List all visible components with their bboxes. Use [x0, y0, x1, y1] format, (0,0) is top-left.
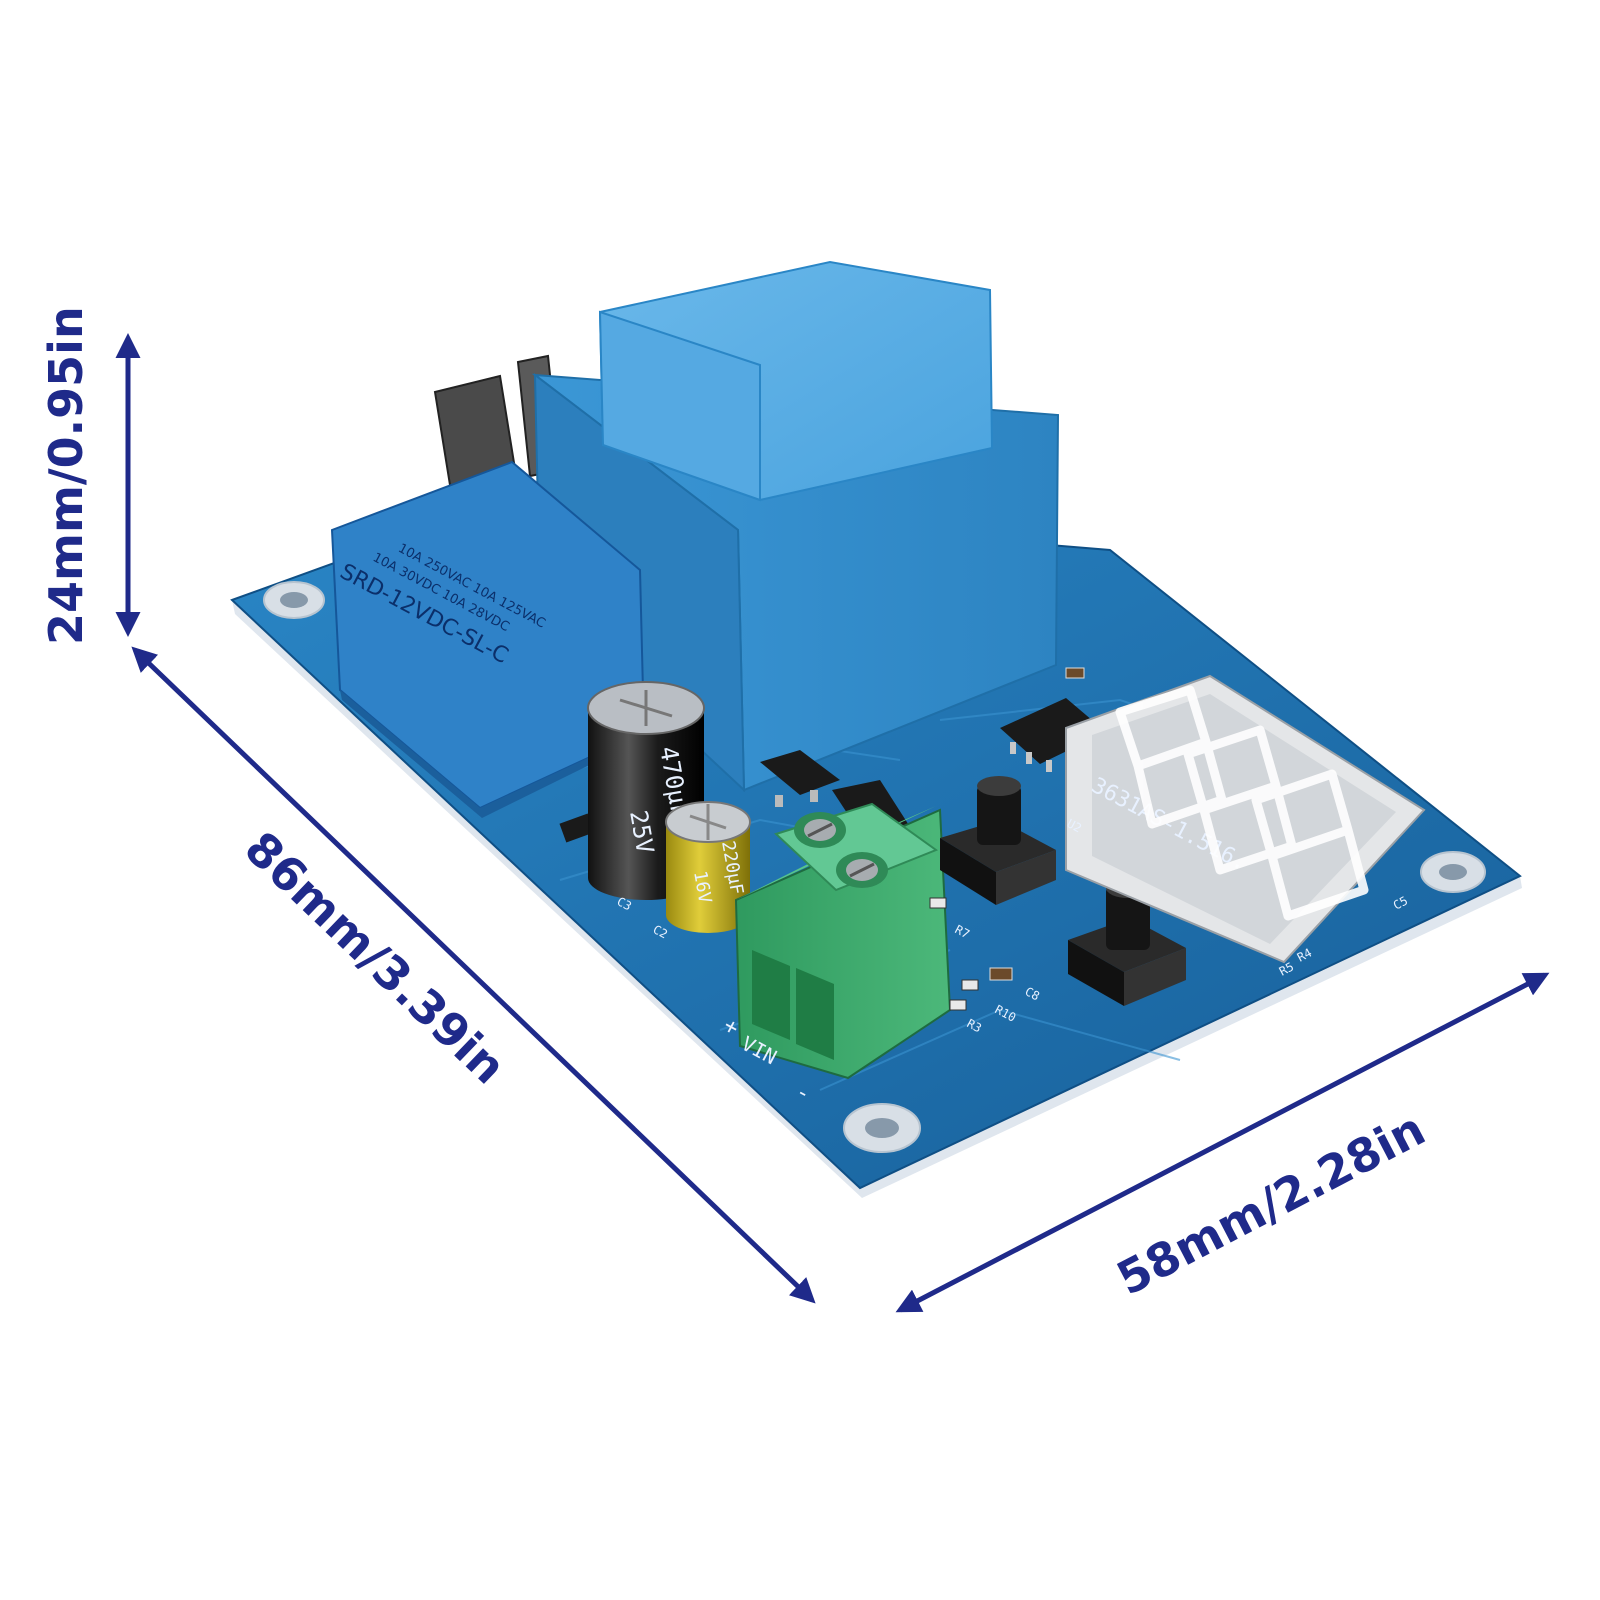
mounting-hole	[263, 581, 325, 619]
label-r4: R4	[1295, 946, 1314, 965]
push-button-left	[940, 776, 1056, 905]
label-u2: U2	[1065, 816, 1084, 835]
label-r7: R7	[953, 922, 972, 941]
length-label: 86mm/3.39in	[234, 821, 516, 1094]
seven-segment-display: 3631AS-1.516.	[1065, 674, 1426, 964]
height-dimension: 24mm/0.95in	[39, 306, 141, 645]
label-r5: R5	[1277, 960, 1296, 979]
smd-components	[929, 667, 1085, 1011]
terminal-screw	[794, 812, 846, 848]
label-c3: C3	[615, 894, 634, 913]
smd-transistor	[559, 813, 595, 843]
label-r3: R3	[965, 1016, 984, 1035]
display-digit	[1251, 769, 1369, 921]
capacitor-small: 220µF 16V	[665, 801, 751, 933]
label-c5: C5	[1391, 894, 1410, 913]
length-arrow	[131, 646, 816, 1304]
smd-ic	[1000, 698, 1106, 772]
terminal-wire-slot	[752, 950, 790, 1040]
terminal-wire-slot	[796, 968, 834, 1060]
mounting-hole	[1420, 851, 1486, 893]
height-label: 24mm/0.95in	[39, 306, 93, 645]
label-c8: C8	[1023, 984, 1042, 1003]
terminal-block	[734, 802, 952, 1080]
mounting-hole	[843, 1103, 921, 1153]
smd-ic	[760, 750, 840, 807]
width-arrow	[895, 972, 1550, 1313]
relay: 10A 250VAC 10A 125VAC 10A 30VDC 10A 28VD…	[330, 460, 646, 818]
label-c2: C2	[651, 922, 670, 941]
terminal-screw	[836, 852, 888, 888]
push-button-right	[1068, 878, 1186, 1006]
width-label: 58mm/2.28in	[1108, 1101, 1433, 1305]
